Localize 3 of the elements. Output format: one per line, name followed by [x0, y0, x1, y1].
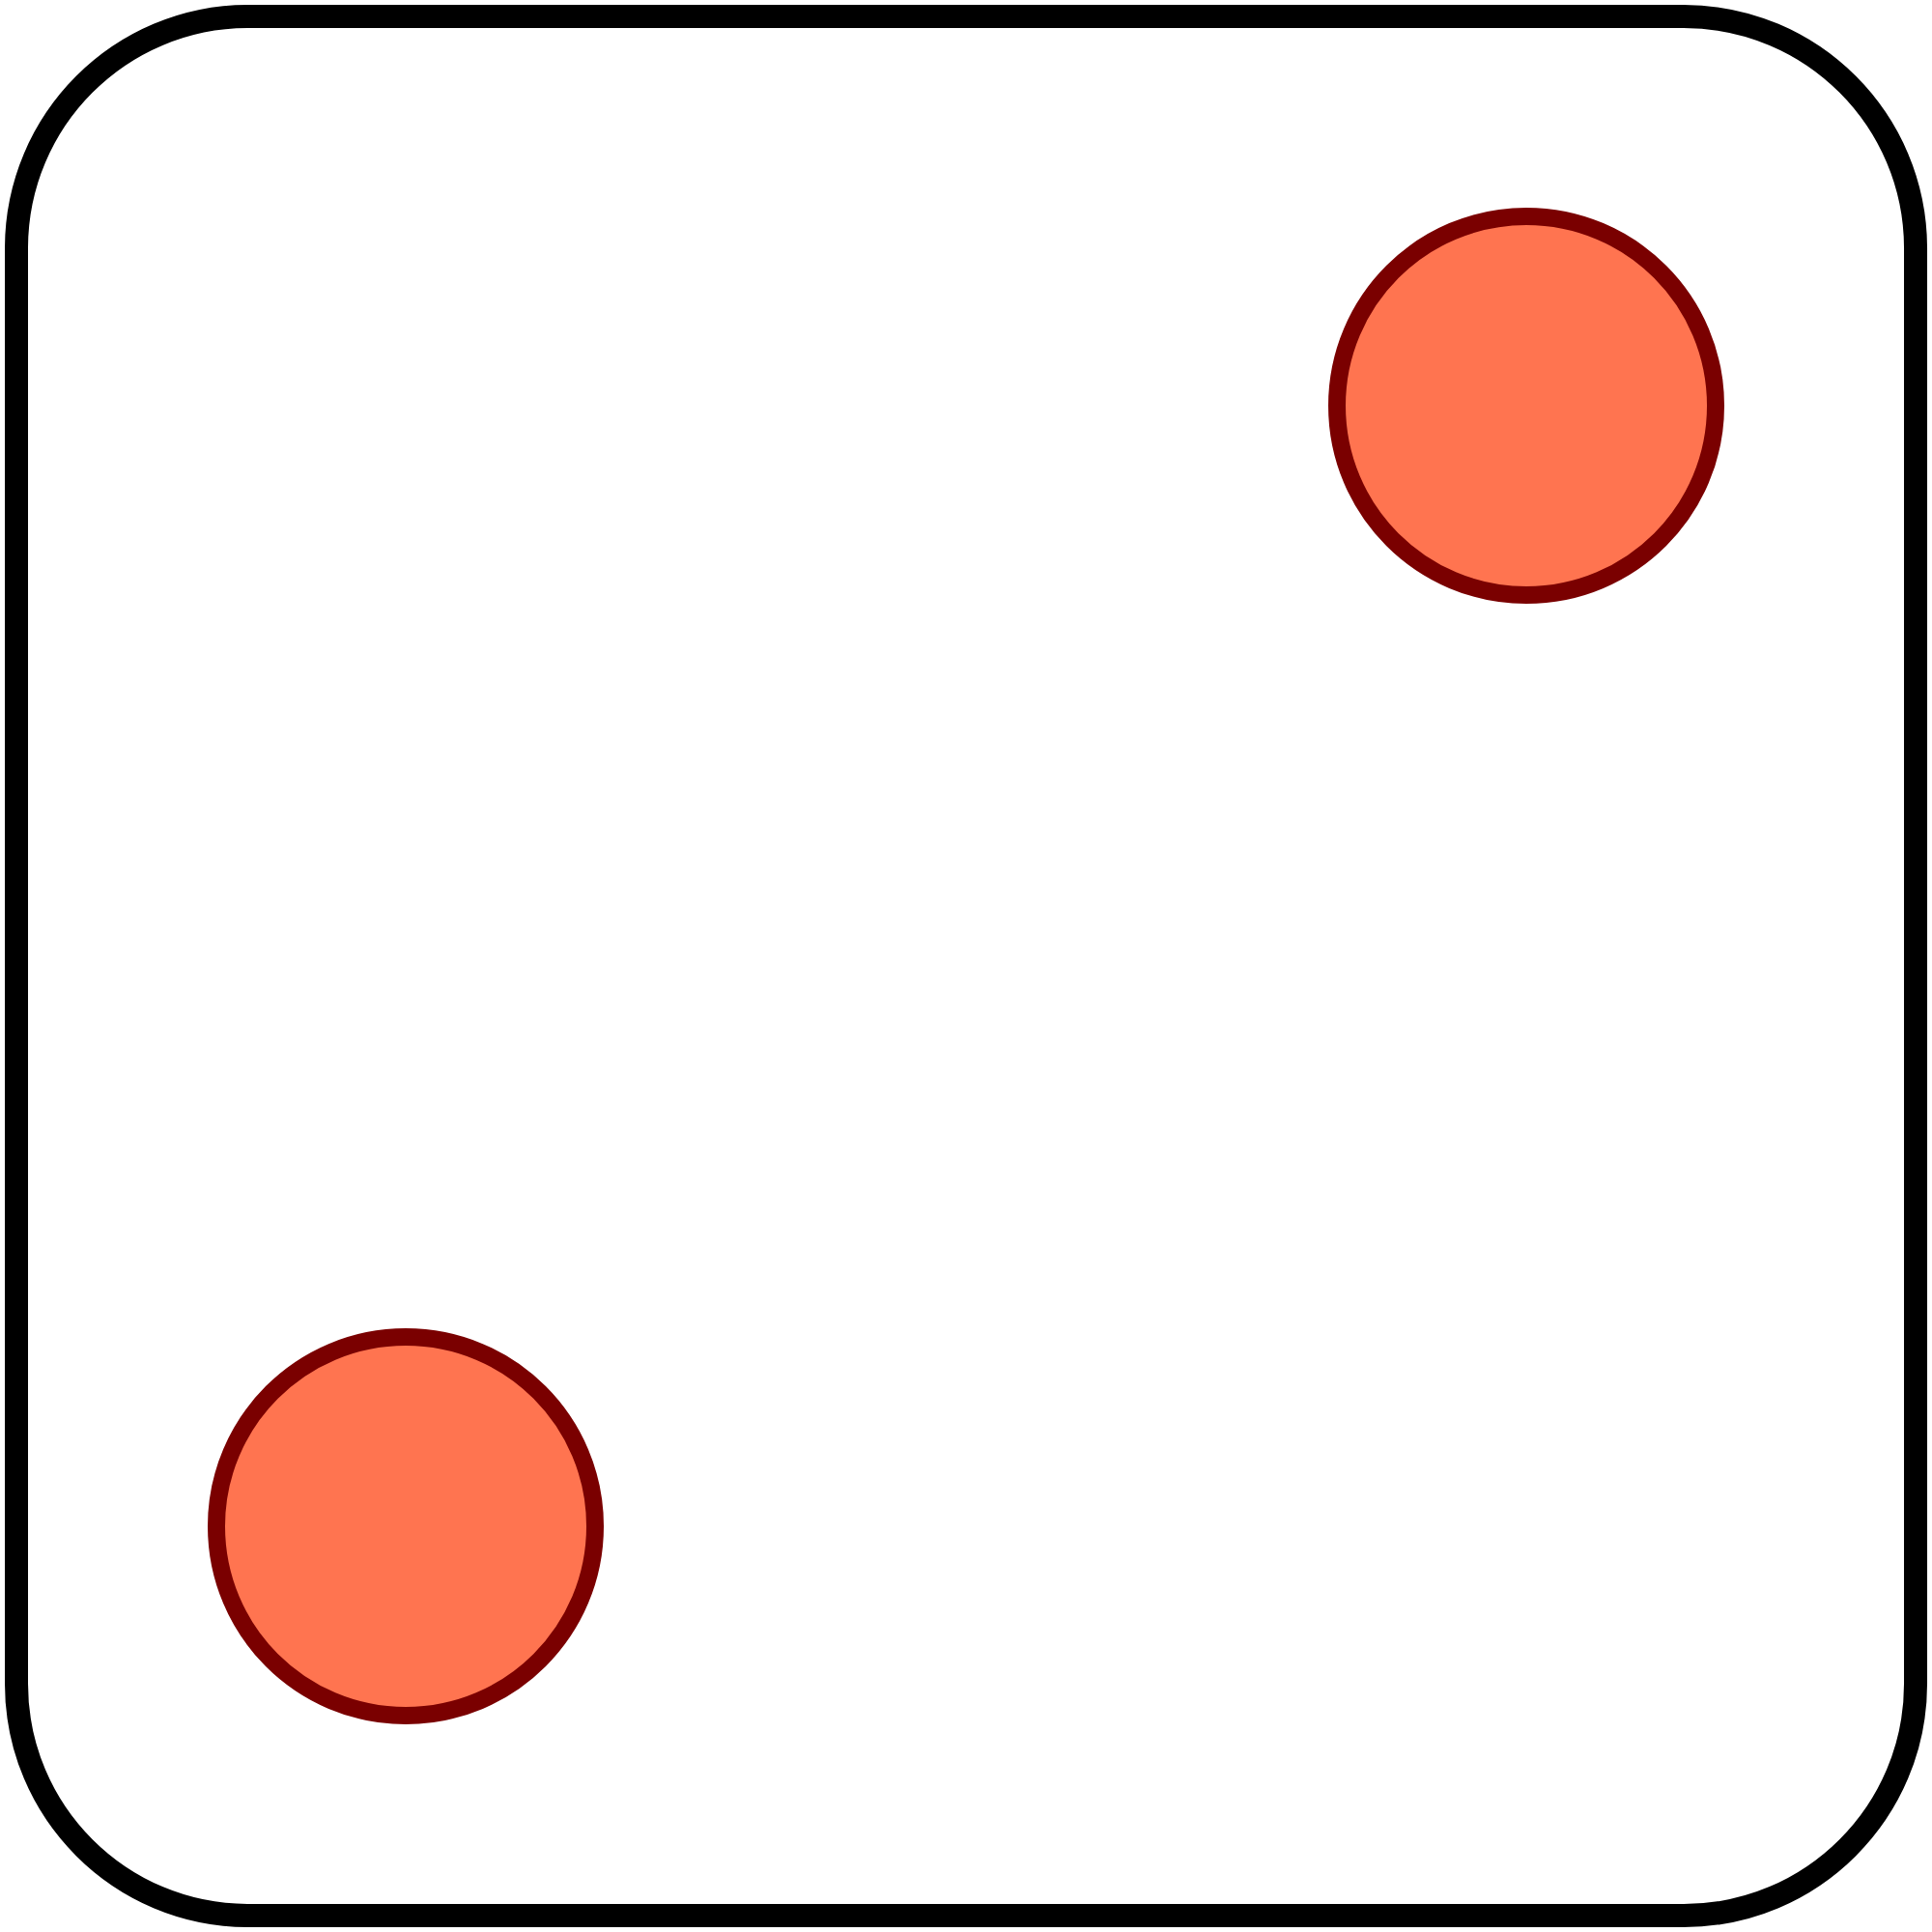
pip: [1328, 208, 1724, 604]
die-face: [5, 5, 1927, 1927]
pip: [208, 1328, 604, 1725]
